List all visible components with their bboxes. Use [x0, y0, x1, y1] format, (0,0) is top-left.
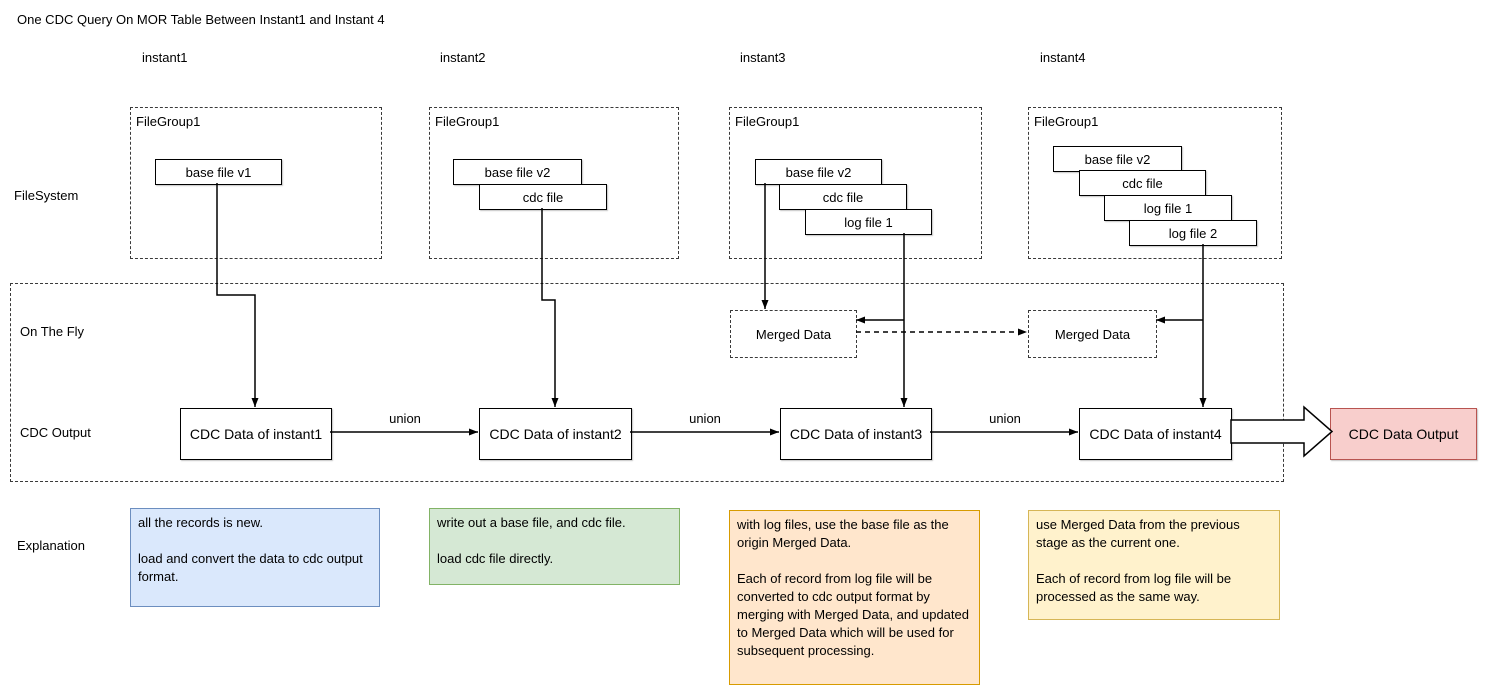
column-header-instant1: instant1	[142, 50, 188, 65]
row-label-on-the-fly: On The Fly	[20, 324, 85, 339]
file-box-log-file-1: log file 1	[1104, 195, 1232, 221]
column-header-instant3: instant3	[740, 50, 786, 65]
filegroup-label: FileGroup1	[136, 114, 201, 129]
row-label-cdc-output: CDC Output	[20, 425, 91, 440]
file-box-log-file-1: log file 1	[805, 209, 932, 235]
explanation-box-instant4: use Merged Data from the previous stage …	[1028, 510, 1280, 620]
cdc-data-box-instant1: CDC Data of instant1	[180, 408, 332, 460]
filegroup-label: FileGroup1	[1034, 114, 1099, 129]
cdc-data-box-instant3: CDC Data of instant3	[780, 408, 932, 460]
union-label-3: union	[989, 411, 1021, 426]
cdc-data-box-instant4: CDC Data of instant4	[1079, 408, 1232, 460]
file-box-cdc-file: cdc file	[779, 184, 907, 210]
file-box-base-file-v2: base file v2	[1053, 146, 1182, 172]
file-box-base-file-v2: base file v2	[755, 159, 882, 185]
filegroup-box-instant4: FileGroup1	[1028, 107, 1282, 259]
on-the-fly-cdc-output-container	[10, 283, 1284, 482]
column-header-instant4: instant4	[1040, 50, 1086, 65]
column-header-instant2: instant2	[440, 50, 486, 65]
merged-data-box-instant3: Merged Data	[730, 310, 857, 358]
file-box-base-file-v1: base file v1	[155, 159, 282, 185]
merged-data-box-instant4: Merged Data	[1028, 310, 1157, 358]
union-label-2: union	[689, 411, 721, 426]
explanation-box-instant2: write out a base file, and cdc file. loa…	[429, 508, 680, 585]
filegroup-label: FileGroup1	[735, 114, 800, 129]
filegroup-label: FileGroup1	[435, 114, 500, 129]
file-box-cdc-file: cdc file	[1079, 170, 1206, 196]
file-box-cdc-file: cdc file	[479, 184, 607, 210]
explanation-box-instant3: with log files, use the base file as the…	[729, 510, 980, 685]
diagram-title: One CDC Query On MOR Table Between Insta…	[17, 12, 385, 27]
cdc-data-output-box: CDC Data Output	[1330, 408, 1477, 460]
union-label-1: union	[389, 411, 421, 426]
row-label-explanation: Explanation	[17, 538, 85, 553]
row-label-filesystem: FileSystem	[14, 188, 79, 203]
file-box-base-file-v2: base file v2	[453, 159, 582, 185]
explanation-box-instant1: all the records is new. load and convert…	[130, 508, 380, 607]
filegroup-box-instant1: FileGroup1	[130, 107, 382, 259]
filegroup-box-instant3: FileGroup1	[729, 107, 982, 259]
file-box-log-file-2: log file 2	[1129, 220, 1257, 246]
cdc-data-box-instant2: CDC Data of instant2	[479, 408, 632, 460]
